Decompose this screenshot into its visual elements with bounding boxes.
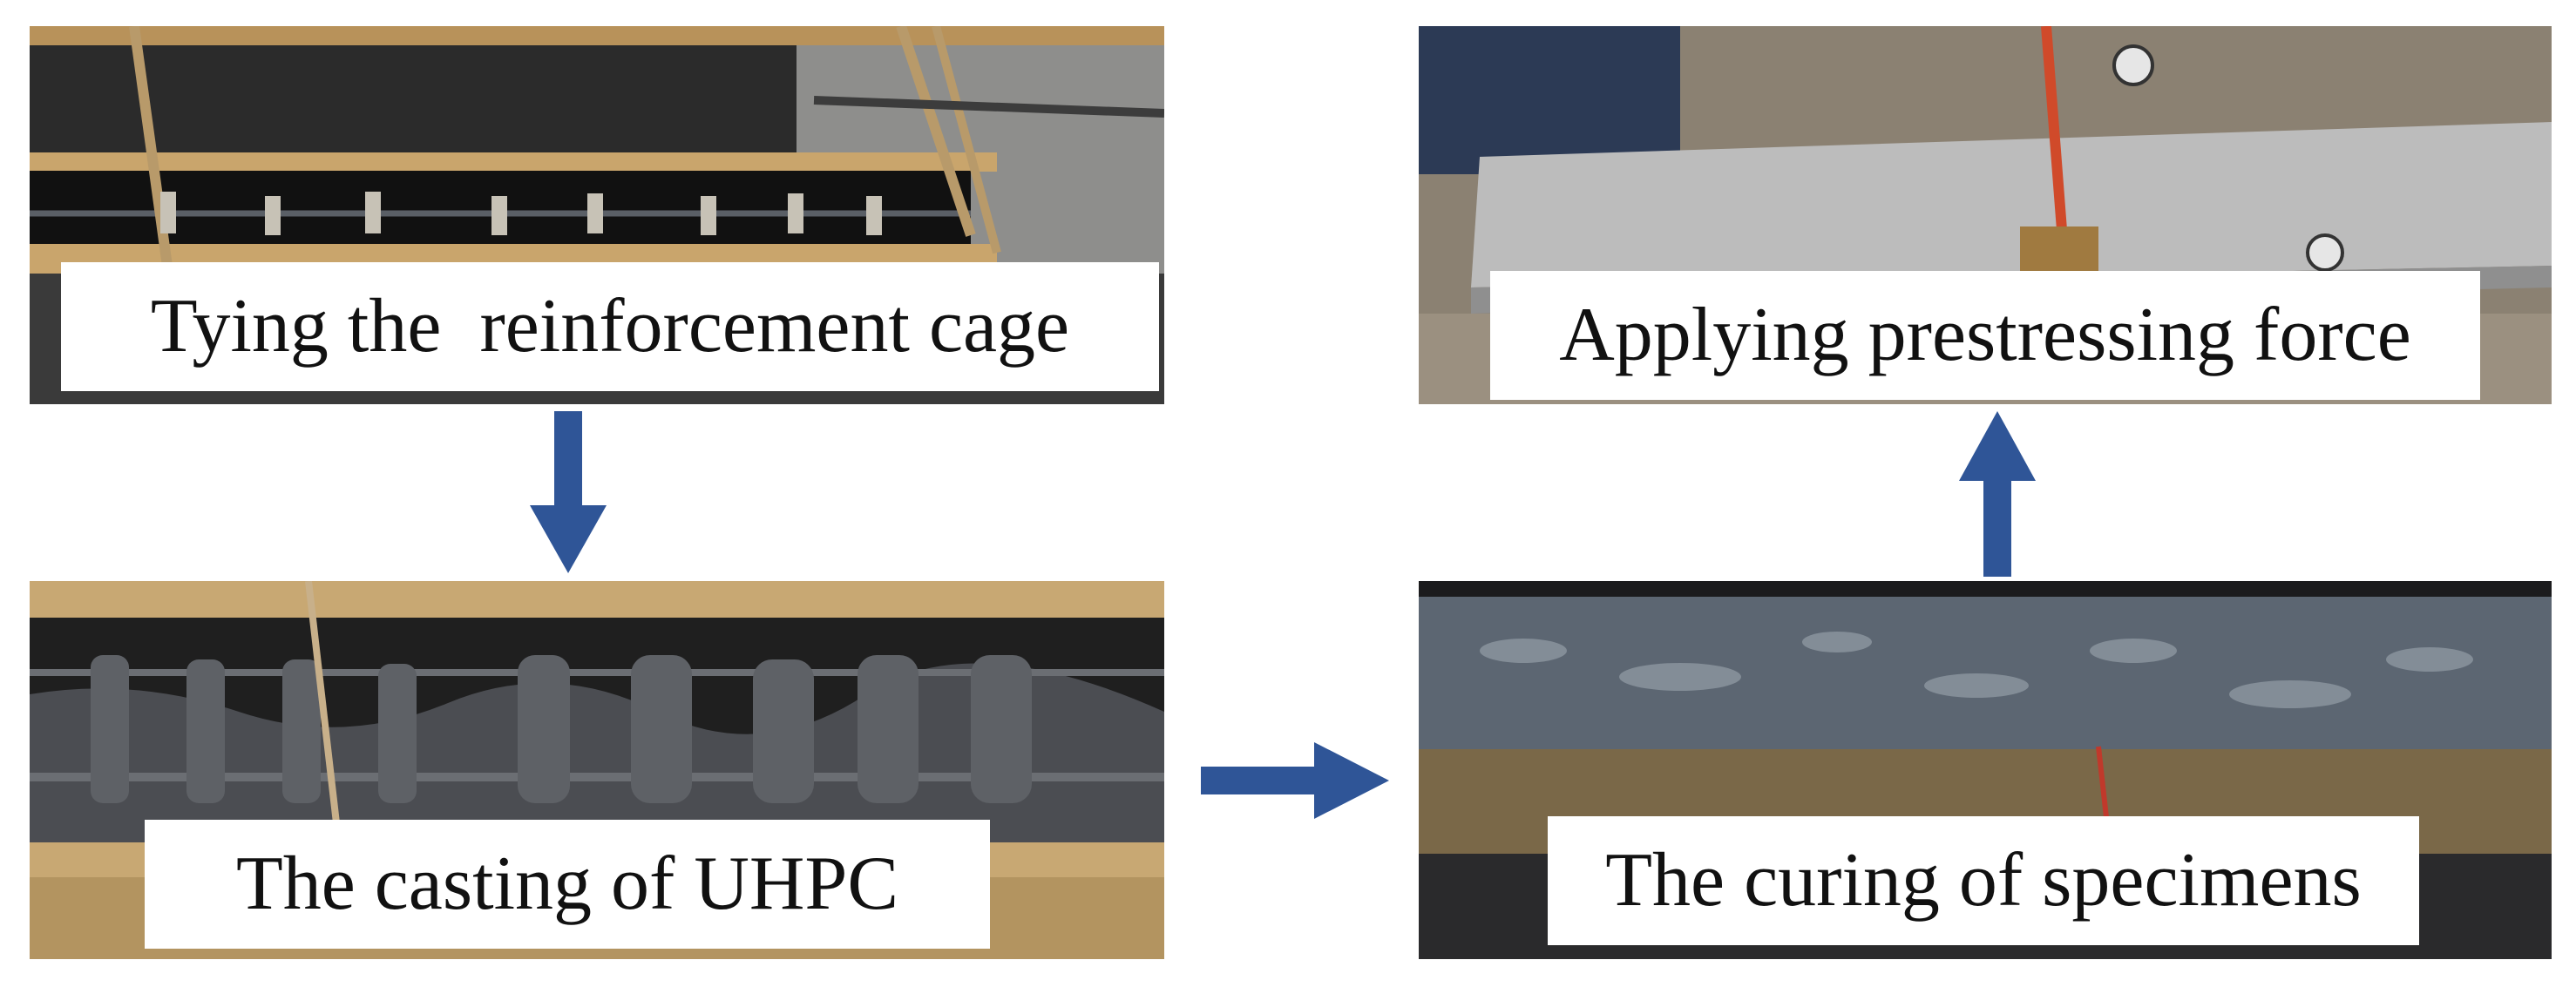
arrow-right-icon <box>1201 740 1391 821</box>
arrow-up-icon <box>1957 409 2037 577</box>
step-1-photo-panel: Tying the reinforcement cage <box>30 26 1164 404</box>
arrow-down-icon <box>528 411 608 577</box>
step-4-photo-panel: Applying prestressing force <box>1419 26 2552 404</box>
step-3-photo-panel: The curing of specimens <box>1419 581 2552 959</box>
step-2-label: The casting of UHPC <box>145 820 990 949</box>
step-4-label: Applying prestressing force <box>1490 271 2480 400</box>
step-1-label: Tying the reinforcement cage <box>61 262 1159 391</box>
step-3-label: The curing of specimens <box>1548 816 2419 945</box>
step-2-photo-panel: The casting of UHPC <box>30 581 1164 959</box>
